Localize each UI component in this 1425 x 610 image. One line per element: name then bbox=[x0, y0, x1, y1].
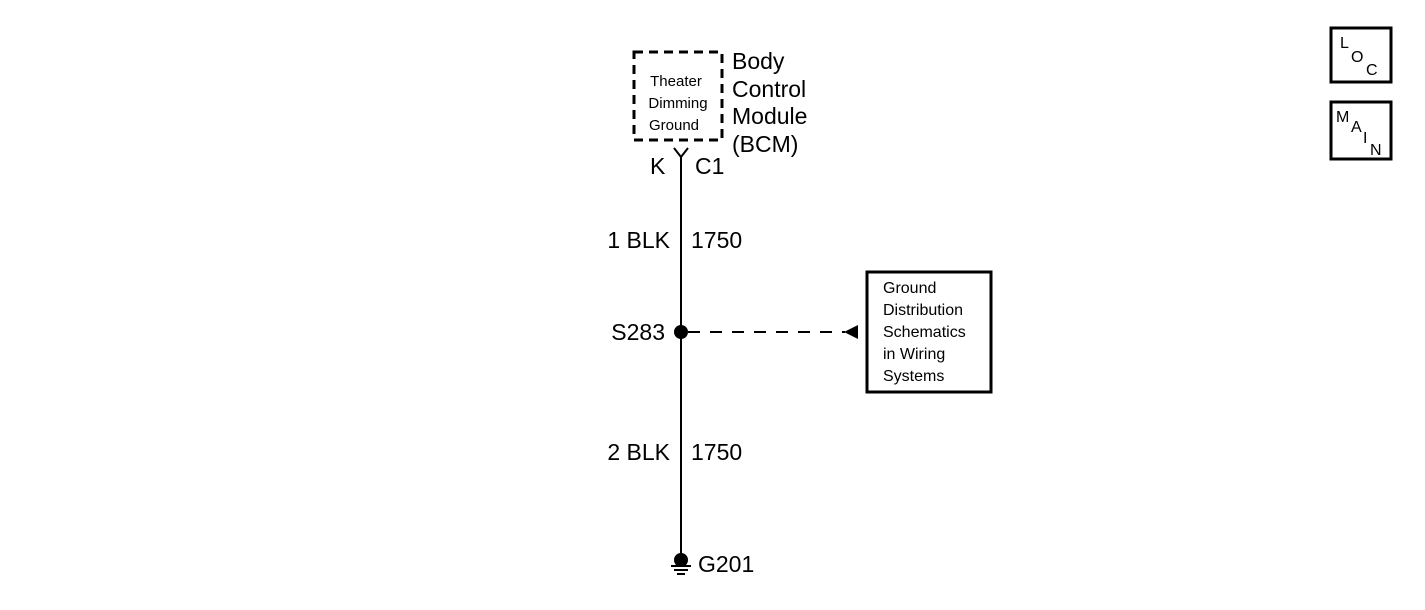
ground-icon bbox=[671, 553, 691, 575]
connector-pin-symbol bbox=[673, 147, 689, 159]
loc-button[interactable]: L O C bbox=[1329, 26, 1393, 84]
bcm-name-line-1: Body bbox=[732, 48, 785, 74]
reference-line-4: in Wiring bbox=[883, 346, 945, 363]
pin-label: K bbox=[650, 153, 666, 179]
ground-distribution-reference[interactable]: Ground Distribution Schematics in Wiring… bbox=[865, 270, 993, 394]
loc-button-frame[interactable] bbox=[1329, 26, 1393, 84]
main-letter-n: N bbox=[1370, 142, 1382, 159]
bcm-name-line-3: Module bbox=[732, 103, 807, 129]
reference-line-2: Distribution bbox=[883, 302, 963, 319]
reference-box[interactable] bbox=[865, 270, 993, 394]
internal-line-2: Dimming bbox=[648, 95, 707, 112]
internal-line-1: Theater bbox=[650, 73, 702, 90]
bcm-name-line-4: (BCM) bbox=[732, 131, 798, 157]
main-button-frame[interactable] bbox=[1329, 100, 1393, 161]
main-letter-a: A bbox=[1351, 119, 1362, 136]
connector-label: C1 bbox=[695, 153, 724, 179]
wire-lower-size-color: 2 BLK bbox=[607, 439, 670, 465]
loc-letter-l: L bbox=[1340, 35, 1349, 52]
wire-lower-circuit: 1750 bbox=[691, 439, 742, 465]
bcm-name-line-2: Control bbox=[732, 76, 806, 102]
reference-arrow-icon bbox=[844, 325, 858, 339]
main-letter-i: I bbox=[1363, 130, 1367, 147]
splice-dot bbox=[674, 325, 688, 339]
bcm-internal-circuit-label: Theater Dimming Ground bbox=[648, 73, 707, 134]
splice-label: S283 bbox=[611, 319, 665, 345]
loc-letter-c: C bbox=[1366, 62, 1378, 79]
reference-line-1: Ground bbox=[883, 280, 936, 297]
reference-line-5: Systems bbox=[883, 368, 944, 385]
wire-upper-size-color: 1 BLK bbox=[607, 227, 670, 253]
loc-letter-o: O bbox=[1351, 49, 1363, 66]
reference-line-3: Schematics bbox=[883, 324, 966, 341]
main-button[interactable]: M A I N bbox=[1329, 100, 1393, 161]
bcm-name-label: Body Control Module (BCM) bbox=[732, 48, 807, 157]
bcm-component-box bbox=[632, 50, 724, 142]
wire-upper-circuit: 1750 bbox=[691, 227, 742, 253]
internal-line-3: Ground bbox=[649, 117, 699, 134]
main-letter-m: M bbox=[1336, 109, 1349, 126]
ground-label: G201 bbox=[698, 551, 754, 577]
